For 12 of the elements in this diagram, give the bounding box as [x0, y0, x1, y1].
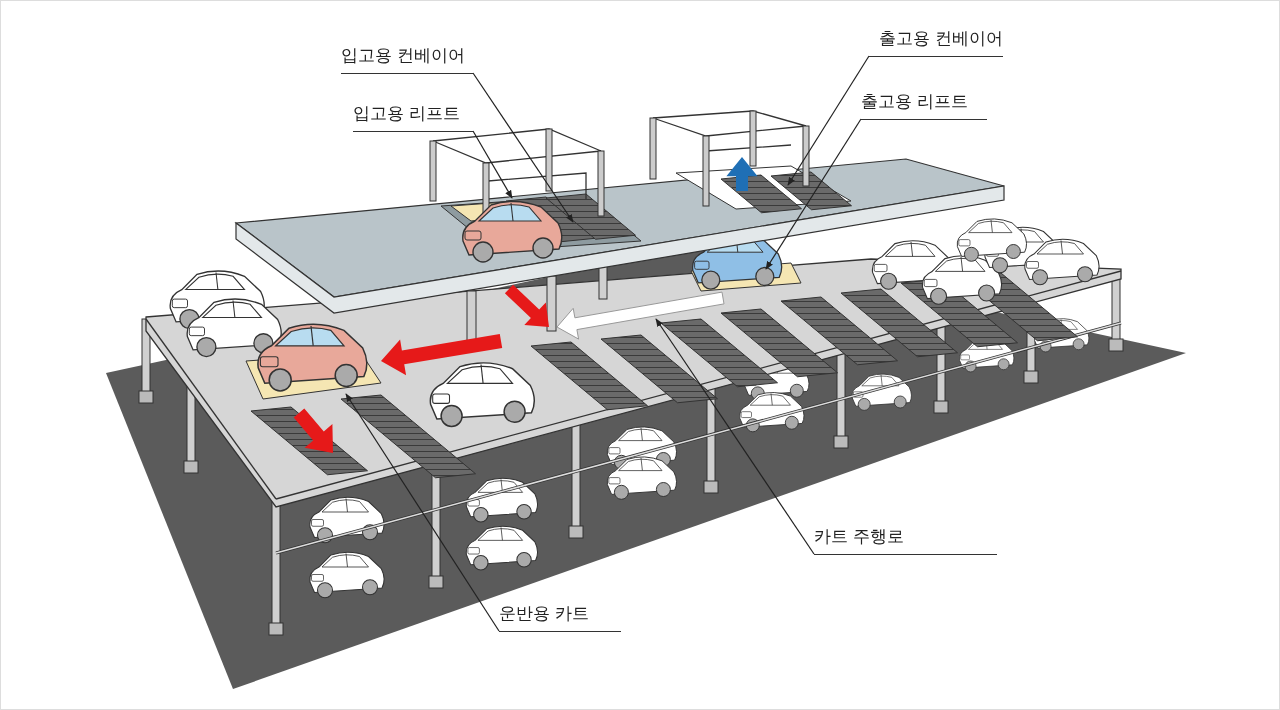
leader-line — [472, 130, 513, 199]
leader-line — [787, 55, 870, 186]
leader-line — [655, 318, 815, 555]
callout-label: 출고용 리프트 — [861, 89, 987, 120]
callout-label: 카트 주행로 — [814, 524, 997, 555]
callout-label: 운반용 카트 — [499, 601, 621, 632]
leader-line — [765, 118, 862, 270]
callout-label: 입고용 리프트 — [353, 101, 473, 132]
callout-label: 출고용 컨베이어 — [869, 26, 1003, 57]
leader-line — [472, 72, 574, 223]
leader-line — [345, 393, 500, 632]
callout-label: 입고용 컨베이어 — [341, 43, 473, 74]
